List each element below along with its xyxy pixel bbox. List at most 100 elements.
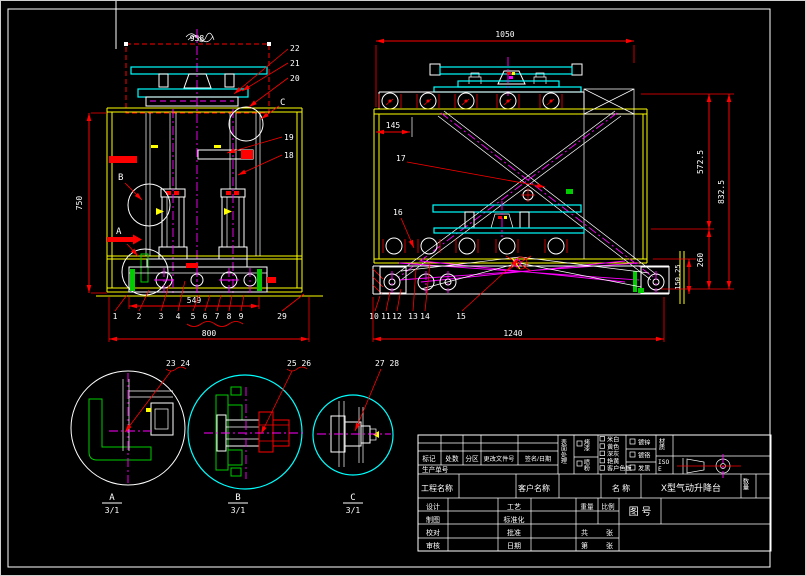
detail-a-letter: A <box>109 493 115 503</box>
svg-text:米白: 米白 <box>607 436 619 444</box>
dim-side-top: 1050 <box>495 30 514 39</box>
checkbox-color-0[interactable] <box>599 436 605 442</box>
tb-sheets-total-suffix: 张 <box>606 528 613 537</box>
svg-text:6: 6 <box>203 312 208 321</box>
tb-iso: ISO <box>658 459 669 466</box>
svg-text:8: 8 <box>227 312 232 321</box>
checkbox-paint[interactable] <box>576 440 583 447</box>
tb-audit: 审核 <box>426 541 440 550</box>
tb-count: 处数 <box>445 454 459 463</box>
svg-text:9: 9 <box>239 312 244 321</box>
tb-iso-e: E <box>658 466 662 473</box>
tb-powder: 喷粉 <box>583 458 590 472</box>
svg-text:7: 7 <box>215 312 220 321</box>
dim-front-total-width: 800 <box>202 329 217 338</box>
svg-text:22: 22 <box>290 44 300 53</box>
svg-text:5: 5 <box>191 312 196 321</box>
detail-b-scale: 3/1 <box>231 506 246 515</box>
svg-text:2: 2 <box>137 312 142 321</box>
front-frame <box>106 107 303 293</box>
tb-quantity: 数量 <box>742 477 749 491</box>
svg-text:A: A <box>116 227 122 237</box>
tb-change-no: 更改文件号 <box>484 455 515 463</box>
svg-text:艳黄: 艳黄 <box>607 457 619 465</box>
detail-b-letter: B <box>235 493 240 503</box>
air-cylinders <box>156 109 248 293</box>
projection-symbol-icon <box>677 454 741 478</box>
detail-a-scale: 3/1 <box>105 506 120 515</box>
tb-production-no: 生产单号 <box>422 465 449 474</box>
tb-process: 工艺 <box>507 503 521 511</box>
svg-text:21: 21 <box>290 59 300 68</box>
checkbox-color-4[interactable] <box>599 465 605 471</box>
detail-circle-a-marker <box>121 248 169 296</box>
side-right-dimensions: 572.5 832.5 260 150.25 <box>641 93 734 294</box>
detail-c-letter: C <box>350 493 355 503</box>
tb-sheets-total-prefix: 共 <box>581 528 588 537</box>
detail-c: 27 28 C 3/1 <box>312 359 399 515</box>
side-base <box>372 255 670 295</box>
svg-text:10: 10 <box>369 312 379 321</box>
front-view: 9 5 8 <box>75 1 323 342</box>
svg-text:1: 1 <box>113 312 118 321</box>
detail-circle-b-marker <box>127 183 171 227</box>
checkbox-powder[interactable] <box>576 460 583 467</box>
tb-design: 设计 <box>426 502 440 511</box>
tb-proofread: 校对 <box>426 528 440 537</box>
svg-text:20: 20 <box>290 74 300 83</box>
side-view: 1050 145 <box>369 30 734 342</box>
svg-text:17: 17 <box>396 154 406 163</box>
front-dimensions: 750 549 800 <box>75 112 310 342</box>
svg-text:B: B <box>118 173 123 183</box>
svg-text:4: 4 <box>176 312 181 321</box>
svg-text:832.5: 832.5 <box>717 180 726 204</box>
tb-zone: 分区 <box>465 454 479 463</box>
dim-front-height: 750 <box>75 196 84 211</box>
tb-sheet-no-suffix: 张 <box>606 541 613 550</box>
svg-text:镀铬: 镀铬 <box>638 452 651 460</box>
tb-approve: 批准 <box>507 528 521 537</box>
tb-date: 日期 <box>507 542 521 550</box>
tb-project-name: 工程名称 <box>421 483 453 493</box>
detail-b: 25 26 B 3/1 <box>187 359 311 515</box>
tb-color-options: 米白 黄色 深灰 艳黄 客户色板 <box>599 436 632 473</box>
svg-text:黄色: 黄色 <box>607 443 619 451</box>
svg-text:150.25: 150.25 <box>674 264 682 289</box>
svg-text:3: 3 <box>159 312 164 321</box>
svg-text:29: 29 <box>277 312 287 321</box>
tb-product-name: X型气动升降台 <box>661 482 721 493</box>
svg-text:11: 11 <box>381 312 391 321</box>
callout-23-24: 23 24 <box>166 359 190 368</box>
svg-text:14: 14 <box>420 312 430 321</box>
svg-text:572.5: 572.5 <box>696 150 705 174</box>
checkbox-plating-0[interactable] <box>629 438 636 445</box>
checkbox-plating-2[interactable] <box>629 464 636 471</box>
tb-name-label: 名 称 <box>612 483 630 493</box>
scribble-overlay <box>185 32 215 43</box>
svg-text:16: 16 <box>393 208 403 217</box>
svg-text:260: 260 <box>696 253 705 268</box>
lower-rollers <box>382 237 568 255</box>
dim-front-inner-width: 549 <box>187 296 202 305</box>
svg-text:C: C <box>280 98 285 108</box>
detail-c-scale: 3/1 <box>346 506 361 515</box>
side-callouts: 17 16 10 11 12 13 14 15 <box>369 154 546 321</box>
tb-material: 材质 <box>658 437 665 451</box>
svg-text:镀锌: 镀锌 <box>638 439 650 447</box>
tb-surface-treatment: 表面处理 <box>560 438 567 464</box>
front-callouts: 22 21 20 C 19 18 B A 1 2 3 4 5 6 7 8 <box>107 44 305 327</box>
svg-text:13: 13 <box>408 312 418 321</box>
detail-circle-c-marker <box>228 106 264 142</box>
checkbox-color-3[interactable] <box>599 458 605 464</box>
checkbox-color-1[interactable] <box>599 443 605 449</box>
tb-scale: 比例 <box>601 502 615 511</box>
checkbox-color-2[interactable] <box>599 450 605 456</box>
checkbox-plating-1[interactable] <box>629 451 636 458</box>
tb-customer-name: 客户名称 <box>518 483 550 493</box>
dim-side-145: 145 <box>386 121 401 130</box>
callout-25-26: 25 26 <box>287 359 311 368</box>
tb-draft: 制图 <box>426 515 440 524</box>
tb-paint: 烤漆 <box>583 438 590 452</box>
